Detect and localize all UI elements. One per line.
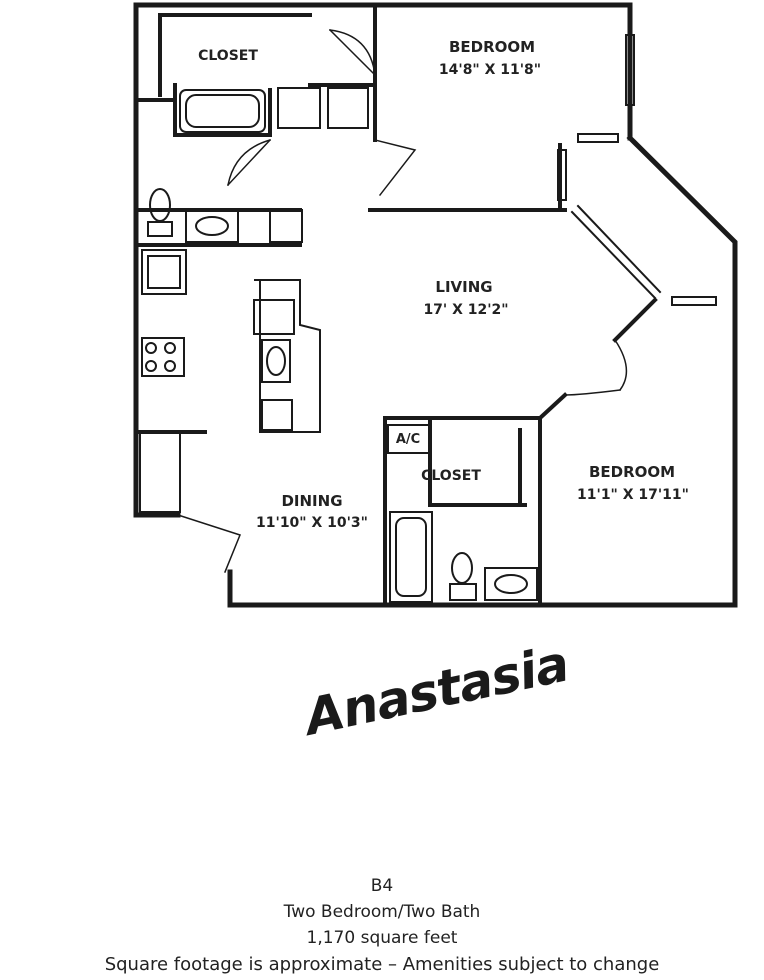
room-dims-living: 17' X 12'2" — [423, 302, 508, 318]
exterior-walls — [133, 2, 738, 608]
floor-plan: CLOSET BEDROOM 14'8" X 11'8" LIVING 17' … — [133, 2, 738, 608]
plan-type: Two Bedroom/Two Bath — [283, 902, 481, 922]
room-label-closet-1: CLOSET — [198, 48, 258, 64]
fixtures — [139, 87, 538, 603]
room-label-dining: DINING — [281, 492, 342, 510]
door-swings — [177, 28, 628, 573]
room-dims-bedroom-1: 14'8" X 11'8" — [439, 62, 541, 78]
room-label-closet-2: CLOSET — [421, 468, 481, 484]
room-label-living: LIVING — [435, 278, 492, 296]
room-dims-dining: 11'10" X 10'3" — [256, 515, 368, 531]
room-label-bedroom-1: BEDROOM — [449, 38, 535, 56]
plan-area: 1,170 square feet — [306, 928, 458, 948]
room-label-ac: A/C — [396, 432, 420, 447]
room-dims-bedroom-2: 11'1" X 17'11" — [577, 487, 689, 503]
room-labels: CLOSET BEDROOM 14'8" X 11'8" LIVING 17' … — [198, 38, 689, 531]
room-label-bedroom-2: BEDROOM — [589, 463, 675, 481]
windows — [557, 34, 717, 306]
plan-code: B4 — [370, 876, 394, 896]
disclaimer-note: Square footage is approximate – Amenitie… — [104, 954, 660, 975]
